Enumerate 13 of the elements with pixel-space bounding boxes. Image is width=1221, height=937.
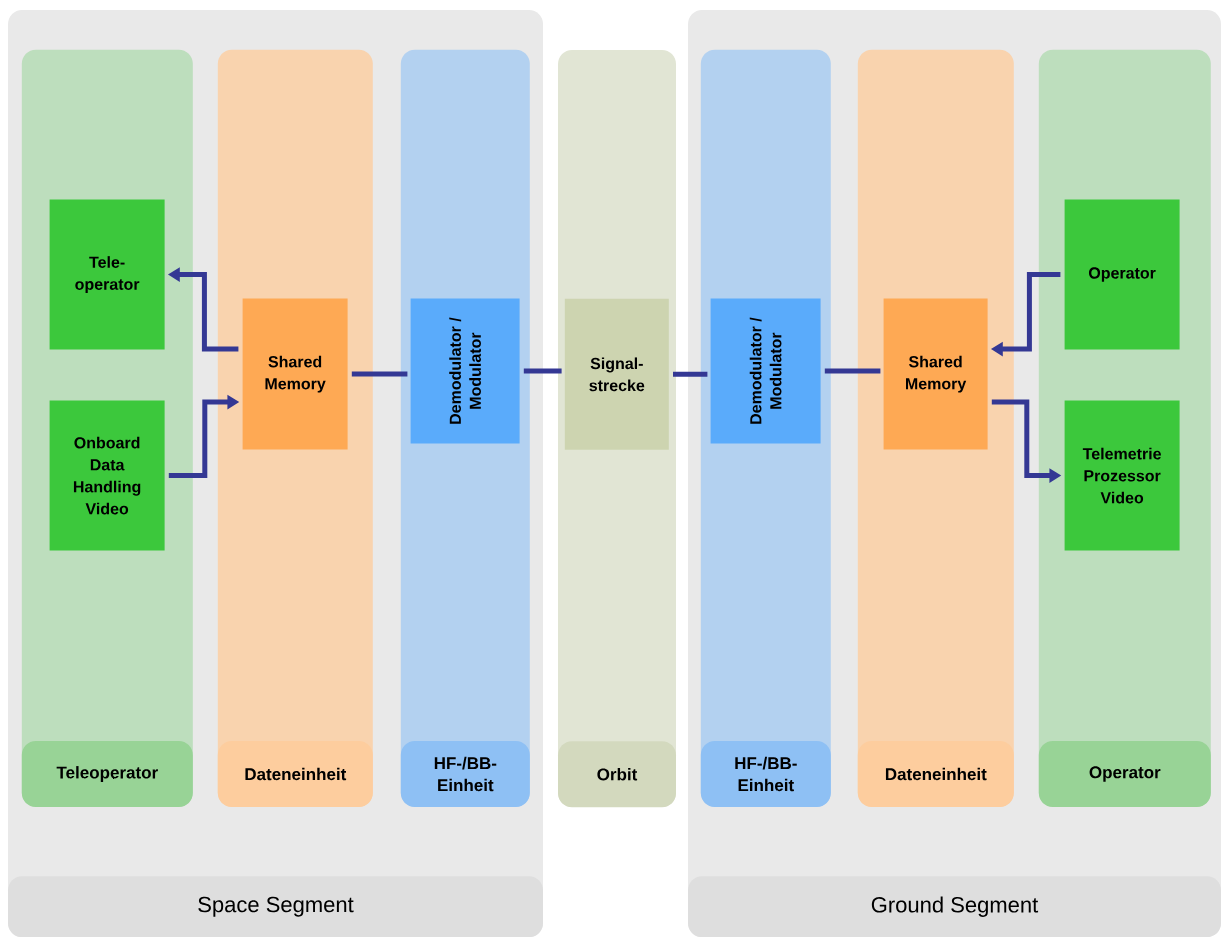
connector [351,371,408,377]
connector [824,368,881,374]
process-box: Demodulator / Modulator [410,298,520,444]
process-box: Onboard Data Handling Video [49,400,165,551]
connector [673,371,708,377]
process-box: Signal- strecke [564,298,669,450]
process-box: Telemetrie Prozessor Video [1064,400,1180,551]
process-box: Operator [1064,199,1180,350]
process-box: Shared Memory [242,298,348,450]
connector [523,368,562,374]
process-box: Shared Memory [883,298,988,450]
process-box: Tele- operator [49,199,165,350]
process-box: Demodulator / Modulator [710,298,821,444]
